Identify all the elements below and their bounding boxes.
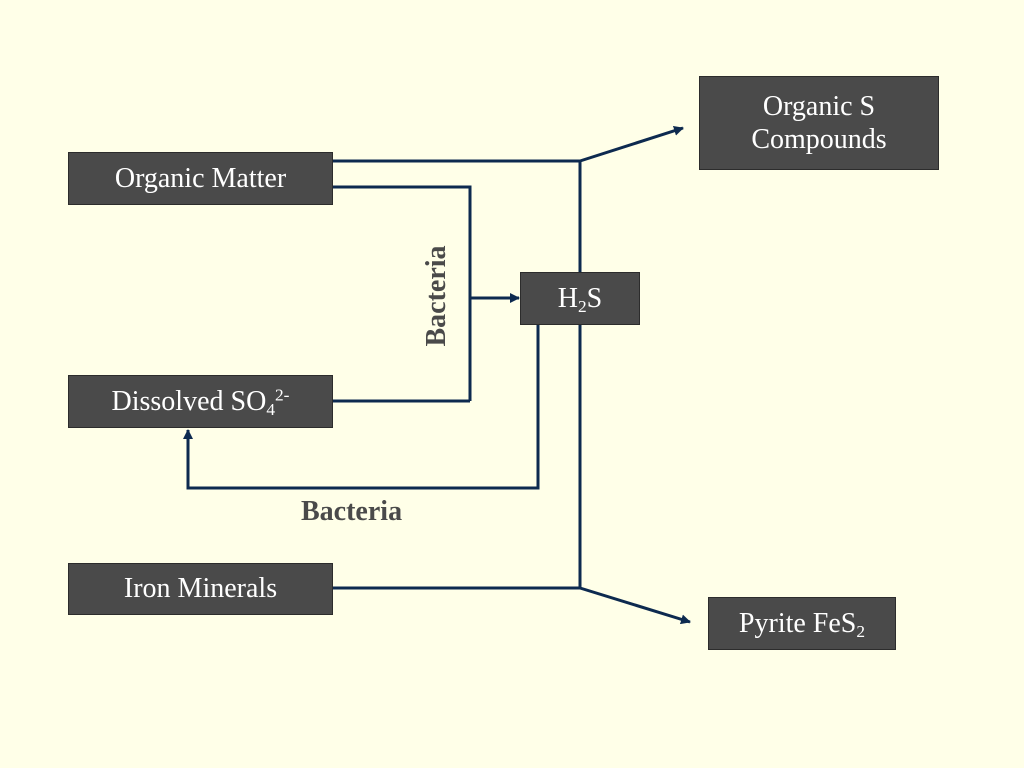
organic-matter-box: Organic Matter: [68, 152, 333, 205]
organic-s-compounds-line1: Organic S: [762, 90, 876, 122]
iron-minerals-box: Iron Minerals: [68, 563, 333, 615]
h2s-box: H2S: [520, 272, 640, 325]
connector-organic-matter-to-bacteria: [333, 185, 472, 401]
organic-s-compounds-box: Organic S Compounds: [699, 76, 939, 170]
organic-s-compounds-line2: Compounds: [751, 124, 887, 155]
organic-matter-label: Organic Matter: [114, 162, 287, 194]
dissolved-so4-label: Dissolved SO42-: [112, 385, 290, 418]
dissolved-so4-box: Dissolved SO42-: [68, 375, 333, 428]
pyrite-subscript: 2: [856, 621, 866, 641]
dissolved-so4-base: Dissolved SO: [111, 385, 267, 417]
dissolved-so4-subscript: 4: [266, 399, 275, 419]
bacteria-label-horizontal: Bacteria: [301, 496, 403, 527]
pyrite-box: Pyrite FeS2: [708, 597, 896, 650]
arrow-to-pyrite: [579, 586, 691, 625]
h2s-subscript: 2: [577, 296, 587, 316]
bacteria-label-vertical: Bacteria: [421, 245, 452, 347]
pyrite-base: Pyrite FeS: [738, 607, 857, 639]
pyrite-label: Pyrite FeS2: [739, 607, 865, 640]
arrow-to-organic-s-compounds: [579, 125, 684, 163]
h2s-tail: S: [586, 282, 603, 314]
iron-minerals-label: Iron Minerals: [123, 573, 278, 605]
dissolved-so4-superscript: 2-: [275, 385, 290, 405]
h2s-label: H2S: [558, 282, 603, 315]
arrow-h2s-to-dissolved-so4: [183, 325, 540, 490]
h2s-base: H: [557, 282, 578, 314]
